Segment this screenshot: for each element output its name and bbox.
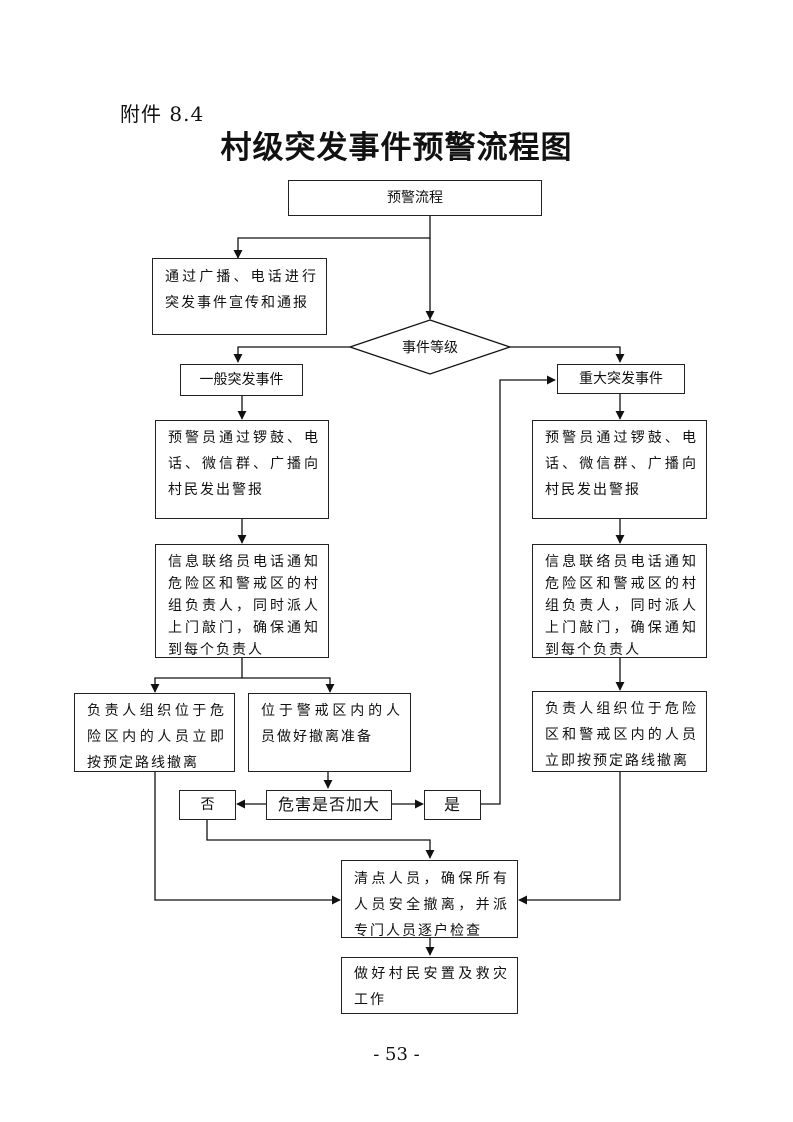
arrow-level-major <box>510 346 625 363</box>
node-notify-right: 信息联络员电话通知危险区和警戒区的村组负责人，同时派人上门敲门，确保通知到每个负… <box>532 544 707 658</box>
node-broadcast: 通过广播、电话进行突发事件宣传和通报 <box>152 258 327 335</box>
node-prepare: 位于警戒区内的人员做好撤离准备 <box>248 693 411 772</box>
annex-label: 附件 8.4 <box>120 102 205 126</box>
node-count: 清点人员，确保所有人员安全撤离，并派专门人员逐户检查 <box>341 860 518 939</box>
node-resettle: 做好村民安置及救灾工作 <box>341 957 518 1014</box>
arrow-level-general <box>233 346 350 363</box>
node-notify-left: 信息联络员电话通知危险区和警戒区的村组负责人，同时派人上门敲门，确保通知到每个负… <box>155 544 329 658</box>
arrow-evacuate-right-count <box>518 772 621 905</box>
arrow-start-broadcast <box>233 216 431 259</box>
decision-diamond <box>347 319 513 375</box>
node-major: 重大突发事件 <box>557 364 685 394</box>
arrow-yes-major <box>481 375 556 805</box>
node-hazard: 危害是否加大 <box>266 790 392 820</box>
arrow-evacuate-left-count <box>154 772 341 905</box>
node-no: 否 <box>179 790 236 820</box>
node-general: 一般突发事件 <box>180 364 303 396</box>
node-yes: 是 <box>424 790 481 820</box>
page-title: 村级突发事件预警流程图 <box>220 130 573 166</box>
node-level: 事件等级 <box>402 340 458 356</box>
node-warn-right: 预警员通过锣鼓、电话、微信群、广播向村民发出警报 <box>532 420 707 519</box>
node-evacuate-right: 负责人组织位于危险区和警戒区内的人员立即按预定路线撤离 <box>532 691 707 772</box>
arrow-no-count <box>206 820 435 859</box>
node-warn-left: 预警员通过锣鼓、电话、微信群、广播向村民发出警报 <box>155 420 329 519</box>
node-evacuate-left: 负责人组织位于危险区内的人员立即按预定路线撤离 <box>74 693 235 772</box>
arrow-notify-evacuate-left <box>150 658 243 693</box>
node-start: 预警流程 <box>288 180 542 216</box>
arrow-notify-prepare <box>242 677 335 693</box>
page-number: - 53 - <box>373 1044 420 1065</box>
